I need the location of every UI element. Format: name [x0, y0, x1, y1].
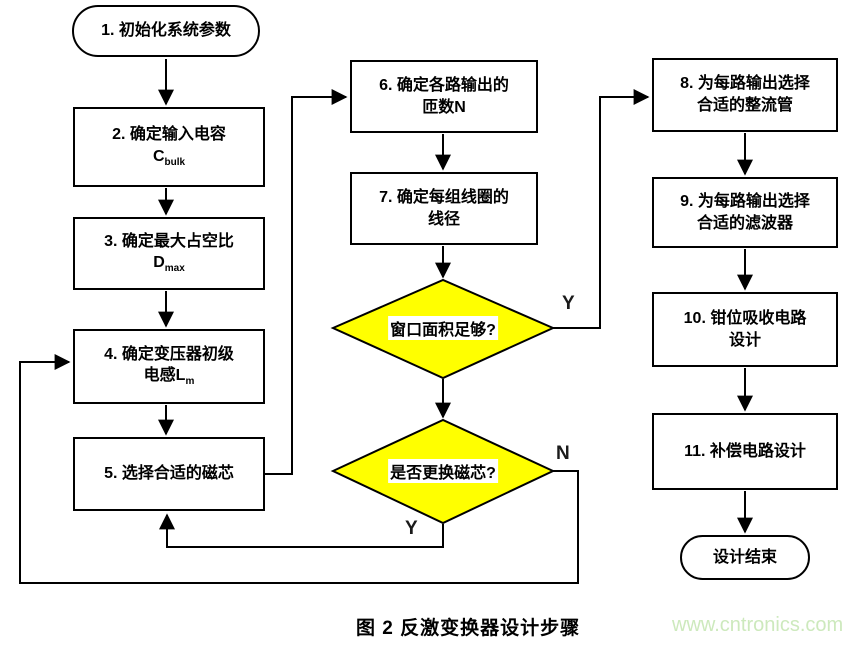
node-box9: 9. 为每路输出选择 合适的滤波器: [652, 177, 838, 248]
node-box11: 11. 补偿电路设计: [652, 413, 838, 490]
node-start: 1. 初始化系统参数: [72, 5, 260, 57]
node-line: 9. 为每路输出选择: [680, 192, 810, 210]
node-line: 合适的整流管: [696, 97, 793, 114]
node-line: 匝数N: [422, 98, 466, 116]
formula-main: L: [175, 367, 186, 385]
figure-caption: 图 2 反激变换器设计步骤: [356, 618, 581, 639]
decision2-no-label: N: [556, 443, 570, 464]
formula-sub: max: [164, 263, 185, 275]
arrow-decision2-yes-to-box5: [159, 513, 444, 548]
node-box3: 3. 确定最大占空比 Dmax: [73, 217, 265, 290]
node-formula: 电感Lm: [144, 365, 195, 389]
arrow-box5-to-box6: [265, 89, 348, 475]
node-line: 设计: [728, 331, 761, 349]
node-label: 1. 初始化系统参数: [101, 22, 231, 40]
node-end: 设计结束: [680, 535, 810, 580]
node-box5: 5. 选择合适的磁芯: [73, 437, 265, 511]
node-line: 3. 确定最大占空比: [104, 232, 234, 250]
node-formula: Dmax: [153, 252, 185, 276]
decision2-yes-label: Y: [405, 518, 418, 539]
arrow-decision2-no-to-box4: [19, 354, 579, 584]
node-formula: Cbulk: [153, 146, 185, 170]
node-box8: 8. 为每路输出选择 合适的整流管: [652, 58, 838, 132]
formula-prefix: 电感: [143, 367, 176, 385]
node-box4: 4. 确定变压器初级 电感Lm: [73, 329, 265, 404]
node-label: 11. 补偿电路设计: [684, 442, 806, 460]
node-box2: 2. 确定输入电容 Cbulk: [73, 107, 265, 187]
node-line: 10. 钳位吸收电路: [683, 309, 807, 327]
node-line: 4. 确定变压器初级: [104, 345, 234, 363]
arrow-decision1-yes-to-box8: [553, 89, 650, 329]
formula-sub: bulk: [164, 157, 186, 169]
node-line: 6. 确定各路输出的: [379, 76, 509, 94]
formula-main: D: [153, 254, 165, 272]
formula-main: C: [152, 147, 165, 165]
decision2-label: 是否更换磁芯?: [388, 459, 498, 483]
node-label: 设计结束: [712, 548, 777, 566]
node-box7: 7. 确定每组线圈的 线径: [350, 172, 538, 245]
formula-sub: m: [185, 376, 195, 388]
node-box6: 6. 确定各路输出的 匝数N: [350, 60, 538, 133]
decision1-label: 窗口面积足够?: [388, 316, 498, 340]
node-line: 2. 确定输入电容: [112, 126, 226, 144]
node-line: 合适的滤波器: [696, 214, 793, 232]
watermark-text: www.cntronics.com: [672, 614, 844, 636]
node-box10: 10. 钳位吸收电路 设计: [652, 292, 838, 367]
node-line: 7. 确定每组线圈的: [379, 188, 509, 206]
node-line: 8. 为每路输出选择: [680, 75, 810, 93]
node-line: 线径: [427, 210, 460, 228]
node-label: 5. 选择合适的磁芯: [104, 465, 234, 483]
decision1-yes-label: Y: [562, 293, 575, 314]
